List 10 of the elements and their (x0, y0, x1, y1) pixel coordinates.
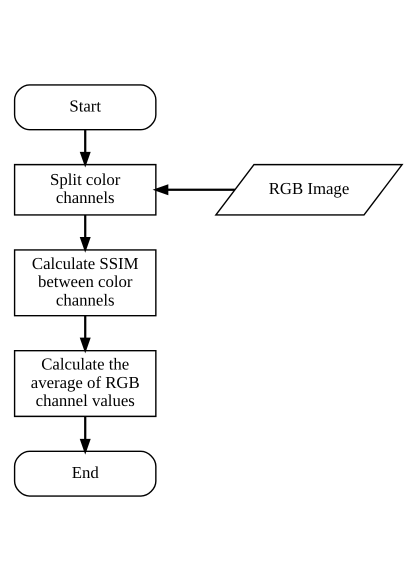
arrow (79, 416, 90, 454)
arrow (79, 214, 90, 252)
arrow (152, 184, 234, 195)
node-box: Calculate SSIM between color channels (13, 248, 156, 316)
node-box: Start (13, 84, 156, 130)
arrow (79, 315, 90, 353)
node-box: Split color channels (13, 163, 156, 216)
node-box: End (13, 450, 156, 496)
arrow (79, 130, 90, 168)
node-box: Calculate the average of RGB channel values (13, 349, 156, 417)
